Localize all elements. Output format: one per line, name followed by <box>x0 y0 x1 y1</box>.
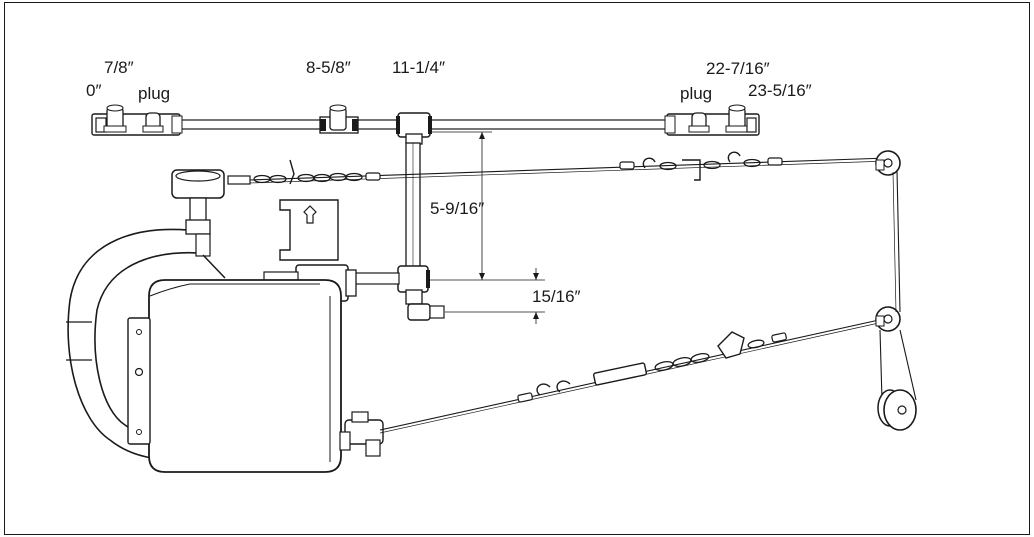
label-plug-left: plug <box>138 84 170 103</box>
fitting-22-7-16 <box>725 104 749 133</box>
label-22-7-16: 22-7/16″ <box>706 59 770 78</box>
upper-pulley <box>875 150 901 176</box>
tee-11-1-4 <box>396 112 432 145</box>
vertical-pipe <box>405 142 421 268</box>
label-0: 0″ <box>86 81 101 100</box>
label-23-5-16: 23-5/16″ <box>748 81 812 100</box>
plug-right <box>688 112 710 133</box>
side-outlet-pipe <box>354 272 400 285</box>
label-11-1-4: 11-1/4″ <box>392 58 445 77</box>
fitting-8-5-8 <box>319 104 359 134</box>
fitting-7-8 <box>103 104 127 133</box>
label-plug-right: plug <box>680 84 712 103</box>
plug-left <box>142 112 164 133</box>
fitting-23-5-16 <box>746 117 757 133</box>
lower-tee <box>397 265 430 293</box>
upper-cable <box>249 157 889 184</box>
upper-chain-left <box>253 159 381 185</box>
fitting-0 <box>95 117 107 133</box>
pressure-gauge-assembly <box>171 169 251 279</box>
label-8-5-8: 8-5/8″ <box>306 58 351 77</box>
dimension-5-9-16 <box>430 131 545 281</box>
dimension-15-16 <box>445 268 545 324</box>
label-5-9-16: 5-9/16″ <box>430 199 484 218</box>
label-15-16: 15/16″ <box>532 287 581 306</box>
pulley-cables <box>879 169 917 401</box>
weight-pulley <box>877 389 917 431</box>
middle-pulley <box>875 306 901 332</box>
elbow-outlet <box>405 289 445 321</box>
frame-border <box>4 2 1030 535</box>
bottom-cable-anchor <box>339 411 384 457</box>
upper-chain-right <box>619 151 783 181</box>
motor-housing <box>127 279 342 473</box>
mounting-bracket <box>279 199 339 261</box>
label-7-8: 7/8″ <box>104 58 134 77</box>
lower-chain <box>517 331 787 403</box>
